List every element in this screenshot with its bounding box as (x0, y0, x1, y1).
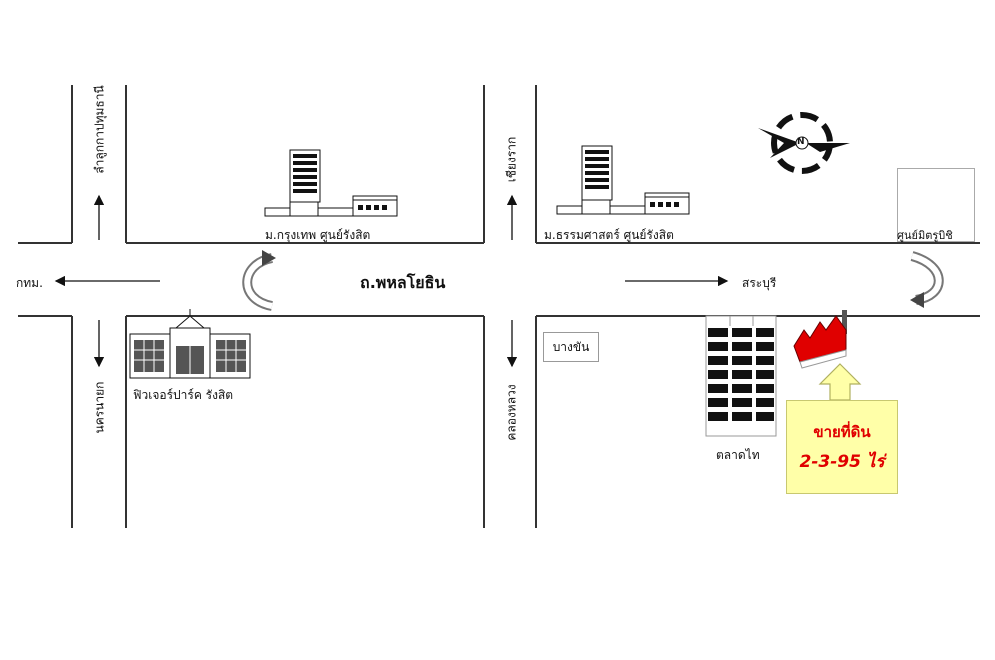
bangkok-university-building-icon (264, 149, 398, 217)
talad-thai-label: ตลาดไท (716, 448, 760, 462)
top-left-road-label: ลำลูกกาปทุมธานี (92, 85, 107, 174)
top-right-road-label: เชียงราก (504, 136, 519, 183)
compass-north-label: N (797, 137, 805, 147)
bang-khan-box: บางขัน (543, 332, 599, 362)
u-turn-left-icon (242, 250, 276, 311)
sale-title: ขายที่ดิน (813, 422, 871, 441)
direction-arrows (54, 194, 729, 368)
land-for-sale-box: ขายที่ดิน 2-3-95 ไร่ (786, 400, 898, 494)
thammasat-building-icon (556, 145, 690, 215)
bang-khan-label: บางขัน (552, 339, 590, 354)
mitsubishi-box (897, 168, 975, 242)
sale-pointer-arrow-icon (818, 363, 862, 401)
future-park-label: ฟิวเจอร์ปาร์ค รังสิต (133, 388, 234, 402)
future-park-building-icon (129, 309, 251, 379)
talad-thai-market-icon (705, 315, 777, 437)
compass-icon (758, 112, 850, 174)
main-road-label: ถ.พหลโยธิน (360, 273, 446, 292)
mitsubishi-label: ศูนย์มิตรูบิชิ (897, 229, 953, 242)
bottom-left-road-label: นครนายก (92, 381, 107, 434)
to-bangkok-label: กทม. (16, 276, 43, 290)
thammasat-label: ม.ธรรมศาสตร์ ศูนย์รังสิต (544, 228, 674, 242)
sale-size: 2-3-95 ไร่ (799, 451, 885, 472)
bottom-right-road-label: คลองหลวง (504, 384, 519, 441)
u-turn-right-icon (910, 251, 944, 308)
factory-icon (793, 310, 847, 369)
to-saraburi-label: สระบุรี (742, 276, 777, 290)
bangkok-univ-label: ม.กรุงเทพ ศูนย์รังสิต (265, 228, 371, 242)
